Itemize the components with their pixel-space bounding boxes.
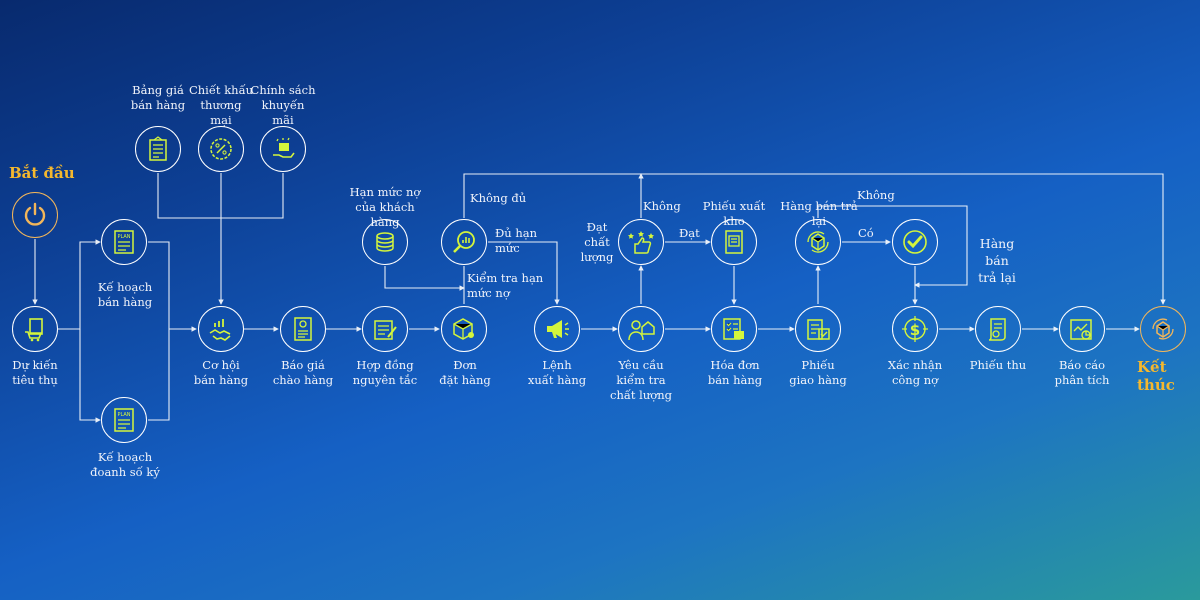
delivery-order-node[interactable] [534,306,580,352]
handshake-chart-icon [209,319,231,341]
price-book-icon [149,136,167,161]
dollar-target-icon: $ [902,316,928,342]
qc-request-node[interactable] [618,306,664,352]
quotation-node[interactable] [280,306,326,352]
edge-no-2: Không [857,188,895,202]
return-node[interactable] [795,219,841,265]
discount-label: Chiết khấu thương mại [188,83,254,127]
receipt-scroll-icon [988,318,1006,341]
promo-node[interactable] [260,126,306,172]
sales-plan-label: Kế hoạch bán hàng [97,280,153,309]
quality-check-node[interactable] [618,219,664,265]
opportunity-label: Cơ hội bán hàng [193,358,249,387]
svg-text:PLAN: PLAN [117,412,130,418]
analytics-report-icon [1070,319,1092,340]
contract-node[interactable] [362,306,408,352]
credit-check-label: Kiểm tra hạn mức nợ [467,271,544,300]
cart-clipboard-icon [25,318,43,342]
power-icon [24,202,46,226]
discount-node[interactable] [198,126,244,172]
person-house-icon [628,320,655,341]
promo-label: Chính sách khuyến mãi [250,83,316,127]
box-cycle-icon [1152,318,1174,340]
credit-limit-node[interactable] [362,219,408,265]
debt-confirm-node[interactable]: $ [892,306,938,352]
delivery-order-label: Lệnh xuất hàng [527,358,587,387]
edge-yes: Có [858,226,874,240]
plan-doc-icon: PLAN [114,230,134,254]
start-node[interactable] [12,192,58,238]
debt-confirm-label: Xác nhận công nợ [887,358,943,387]
plan-doc-icon: PLAN [114,408,134,432]
sales-order-label: Đơn đặt hàng [439,358,491,387]
credit-check-node[interactable] [441,219,487,265]
edge-passed: Đạt [679,226,700,240]
end-node[interactable] [1140,306,1186,352]
edge-quality-passed: Đạt chất lượng [580,220,614,264]
end-label: Kết thúc [1137,358,1175,394]
edge-no-1: Không [643,199,681,213]
qc-request-label: Yêu cầu kiểm tra chất lượng [610,358,672,402]
receipt-label: Phiếu thu [969,358,1027,372]
quotation-label: Báo giá chào hàng [272,358,334,387]
confirmation-check-node[interactable] [892,219,938,265]
warehouse-issue-node[interactable] [711,219,757,265]
forecast-node[interactable] [12,306,58,352]
return-label-top: Hàng bán trả lại [780,199,858,228]
price-list-node[interactable] [135,126,181,172]
invoice-icon [723,318,744,340]
report-label: Báo cáo phân tích [1054,358,1110,387]
sales-order-node[interactable] [441,306,487,352]
svg-text:$: $ [910,321,920,339]
forecast-label: Dự kiến tiêu thụ [12,358,58,387]
return-label-side: Hàng bán trả lại [978,236,1016,285]
edge-not-enough: Không đủ [470,191,527,205]
coins-icon [376,232,394,252]
delivery-note-node[interactable] [795,306,841,352]
contract-pen-icon [374,320,397,340]
quote-doc-icon [294,317,312,341]
magnifier-chart-icon [453,231,475,253]
receipt-node[interactable] [975,306,1021,352]
box-return-icon [807,231,829,253]
start-label: Bắt đầu [9,164,75,182]
signing-plan-node[interactable]: PLAN [101,397,147,443]
delivery-note-label: Phiếu giao hàng [789,358,847,387]
edge-enough: Đủ hạn mức [495,226,538,255]
box-pin-icon [453,318,474,340]
issue-slip-icon [725,230,743,254]
contract-label: Hợp đồng nguyên tắc [352,358,418,387]
signing-plan-label: Kế hoạch đoanh số ký [90,450,160,479]
report-node[interactable] [1059,306,1105,352]
thumbs-up-stars-icon [628,231,654,254]
price-list-label: Bảng giá bán hàng [130,83,186,112]
check-circle-icon [903,230,927,254]
svg-text:PLAN: PLAN [117,234,130,240]
megaphone-icon [547,320,569,338]
delivery-clipboard-icon [807,319,830,340]
gift-hand-icon [273,137,295,158]
invoice-node[interactable] [711,306,757,352]
opportunity-node[interactable] [198,306,244,352]
invoice-label: Hóa đơn bán hàng [707,358,763,387]
percent-badge-icon [210,138,232,160]
sales-plan-node[interactable]: PLAN [101,219,147,265]
